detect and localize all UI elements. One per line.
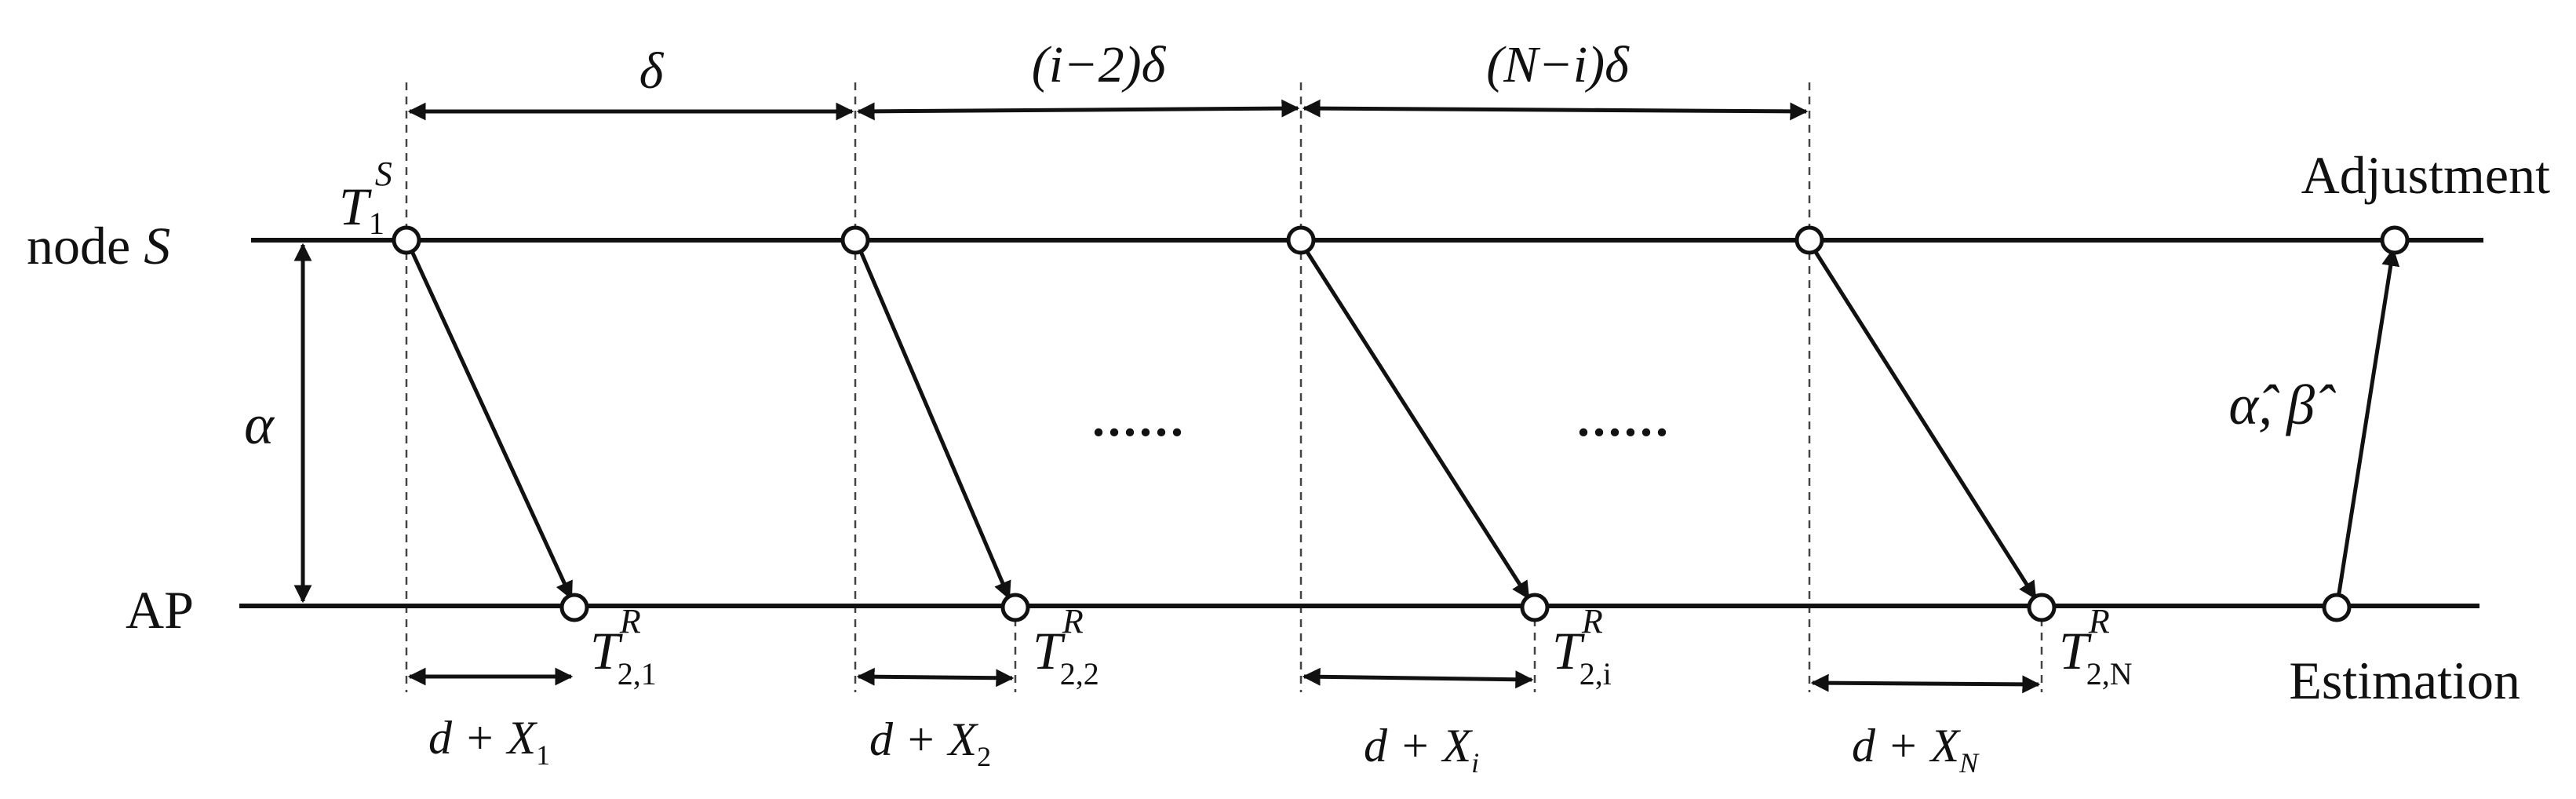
sender-timestamp-label: T1S (339, 155, 392, 241)
receive-node-2 (1000, 593, 1030, 622)
delay-arrow-2 (856, 667, 1015, 688)
ellipsis-left: ...... (1092, 391, 1186, 447)
interval-label-delta: δ (639, 42, 665, 100)
timestamp-nodes (392, 225, 2410, 622)
delay-label-n: d + XN (1852, 720, 1980, 779)
message-arrows (409, 247, 2400, 600)
adjustment-label: Adjustment (2301, 145, 2550, 205)
interval-label-i-minus-2: (i−2)δ (1032, 36, 1167, 93)
message-arrow-1 (409, 248, 574, 600)
delay-arrow-i (1302, 667, 1534, 689)
delay-label-i: d + Xi (1364, 720, 1479, 779)
node-s-label: node S (27, 216, 170, 275)
offset-alpha-label: α (244, 393, 275, 456)
estimates-label: α̂, β̂ (2228, 374, 2336, 436)
delay-arrow-n (1810, 673, 2041, 694)
delay-arrows (407, 667, 2041, 694)
send-node-4 (1794, 225, 1824, 255)
estimation-label: Estimation (2289, 651, 2520, 710)
message-arrow-n (1812, 248, 2038, 600)
delay-label-2: d + X2 (869, 713, 991, 772)
receive-node-i (1520, 593, 1550, 622)
message-arrow-i (1303, 248, 1531, 600)
interval-arrow-n-minus-i (1302, 99, 1809, 121)
receive-node-n (2027, 593, 2057, 622)
ellipsis-right: ...... (1577, 391, 1671, 447)
ap-label: AP (126, 580, 194, 640)
delay-label-1: d + X1 (428, 712, 550, 771)
feedback-arrow (2336, 247, 2400, 599)
send-node-3 (1286, 225, 1316, 255)
interval-label-n-minus-i: (N−i)δ (1486, 36, 1630, 93)
send-node-2 (840, 225, 870, 255)
send-node-1 (392, 225, 421, 255)
guide-lines (405, 82, 2043, 692)
message-arrow-2 (858, 249, 1011, 600)
top-interval-arrows (407, 99, 1809, 121)
receive-node-1 (559, 593, 589, 622)
adjustment-node (2380, 225, 2410, 255)
estimation-node (2322, 593, 2352, 622)
interval-arrow-i-minus-2 (856, 99, 1300, 121)
